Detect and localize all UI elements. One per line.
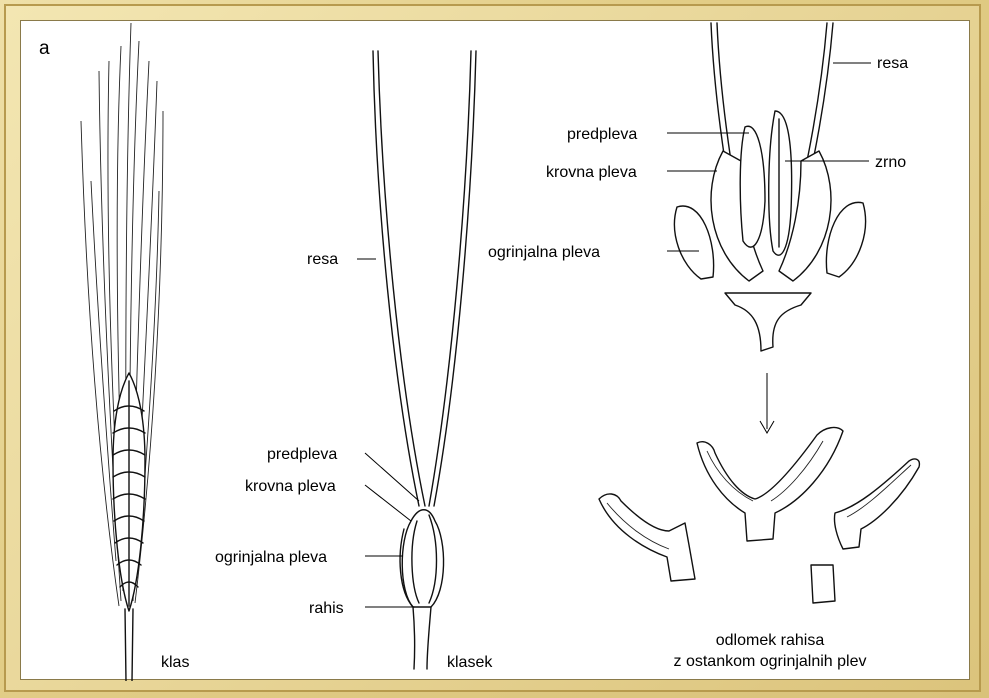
floret-label-palea: predpleva — [567, 126, 637, 143]
panel-letter: a — [39, 38, 50, 59]
illustration-panel: a klas kla — [20, 20, 970, 680]
caption-spikelet: klasek — [447, 654, 493, 671]
spike-grains — [113, 373, 145, 611]
floret-label-grain: zrno — [875, 154, 906, 171]
spikelet-label-palea: predpleva — [267, 446, 337, 463]
caption-spike: klas — [161, 654, 189, 671]
floret-label-glume: ogrinjalna pleva — [488, 244, 600, 261]
caption-rachis-fragment-line1: odlomek rahisa — [716, 632, 825, 649]
floret-drawing — [674, 23, 865, 351]
spikelet-label-glume: ogrinjalna pleva — [215, 549, 327, 566]
rachis-fragments-drawing — [599, 428, 919, 603]
floret-label-awn: resa — [877, 55, 908, 72]
down-arrow-icon — [760, 373, 774, 433]
barley-diagram: a klas kla — [21, 21, 971, 681]
floret-label-lemma: krovna pleva — [546, 164, 637, 181]
spike-drawing — [81, 23, 163, 681]
spikelet-drawing — [373, 51, 476, 669]
spikelet-label-lemma: krovna pleva — [245, 478, 336, 495]
spikelet-label-awn: resa — [307, 251, 338, 268]
spikelet-label-rachis: rahis — [309, 600, 344, 617]
caption-rachis-fragment-line2: z ostankom ogrinjalnih plev — [674, 653, 867, 670]
